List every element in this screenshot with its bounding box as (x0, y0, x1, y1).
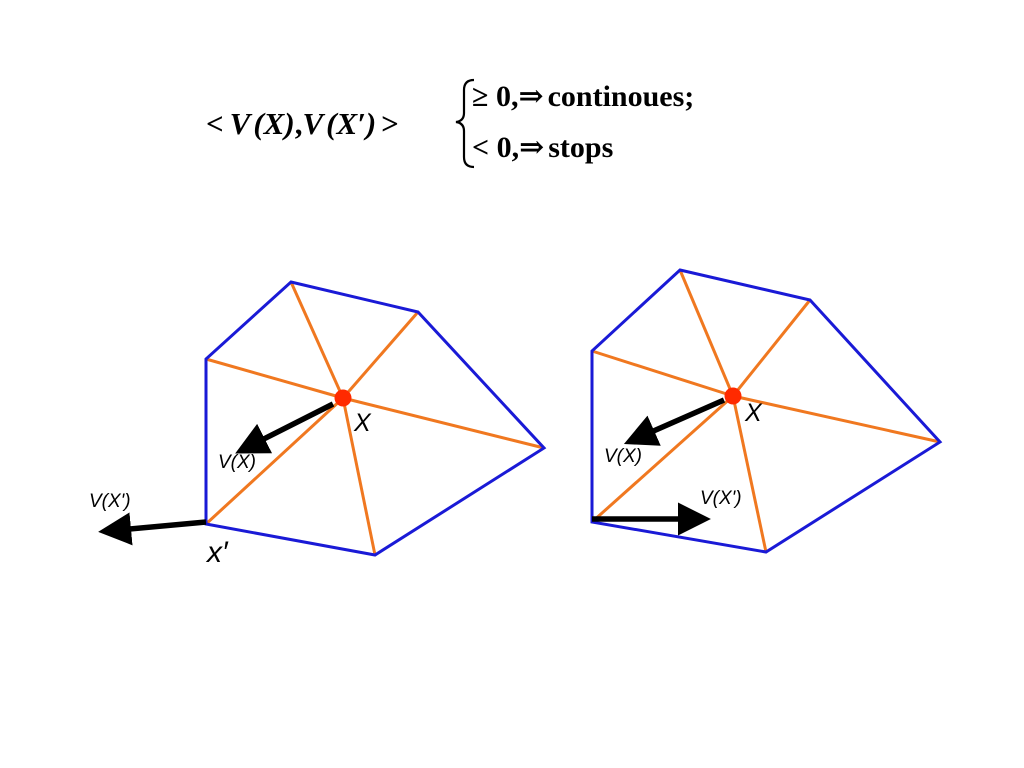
formula-open-bracket: < (206, 106, 224, 141)
right-center-vector-label: V(X) (604, 446, 642, 467)
formula-case1-arrow: ⇒ (518, 80, 543, 113)
right-center-vector-arrow (623, 397, 726, 446)
left-spoke (205, 357, 344, 400)
left-spokes (204, 281, 545, 556)
formula-v1: V (230, 106, 253, 141)
formula-arg1: (X) (253, 106, 294, 141)
formula-case2-result: stops (548, 131, 613, 164)
left-vertex-label: x′ (205, 536, 229, 569)
left-spoke (341, 397, 377, 556)
right-spoke (732, 394, 941, 444)
formula-close-bracket: > (381, 106, 399, 141)
right-spoke (731, 395, 768, 553)
right-spokes (591, 269, 941, 553)
right-center-label: X (744, 399, 763, 427)
left-spoke (289, 281, 345, 399)
formula-case1-condition: ≥ 0, (472, 80, 518, 113)
formula-arg2: (X′) (326, 106, 376, 141)
right-figure: X V(X) V(X') (590, 268, 943, 554)
left-boundary-polygon (204, 280, 547, 557)
right-spoke (678, 269, 735, 397)
left-spoke (342, 396, 545, 450)
formula-case-2: < 0,⇒stops (472, 131, 613, 164)
formula-v2: V (302, 106, 325, 141)
right-spoke (591, 394, 734, 524)
left-vertex-vector-arrow (98, 512, 207, 546)
left-center-point (334, 389, 352, 407)
left-vertex-vector-label: V(X') (89, 491, 131, 512)
left-center-vector-label: V(X) (218, 452, 256, 473)
right-center-point (724, 387, 742, 405)
formula-left-brace (455, 78, 475, 169)
left-spoke (204, 396, 345, 526)
formula-case-1: ≥ 0,⇒continoues; (472, 80, 694, 113)
right-spoke (591, 349, 734, 398)
right-spoke (731, 299, 812, 397)
formula-case2-condition: < 0, (472, 131, 519, 164)
formula-separator: , (295, 106, 303, 141)
left-spoke (341, 311, 420, 399)
right-vertex-vector-label: V(X') (700, 488, 742, 509)
formula-case1-result: continoues; (548, 80, 695, 113)
left-center-vector-arrow (235, 401, 335, 454)
formula-lhs: <V(X),V(X′)> (206, 106, 399, 141)
formula-case2-arrow: ⇒ (519, 131, 544, 164)
formula: <V(X),V(X′)> ≥ 0,⇒continoues; < 0,⇒stops (206, 78, 694, 169)
right-boundary-polygon (590, 268, 943, 554)
left-figure: X V(X) V(X') x′ (89, 280, 547, 569)
left-center-label: X (353, 409, 372, 437)
